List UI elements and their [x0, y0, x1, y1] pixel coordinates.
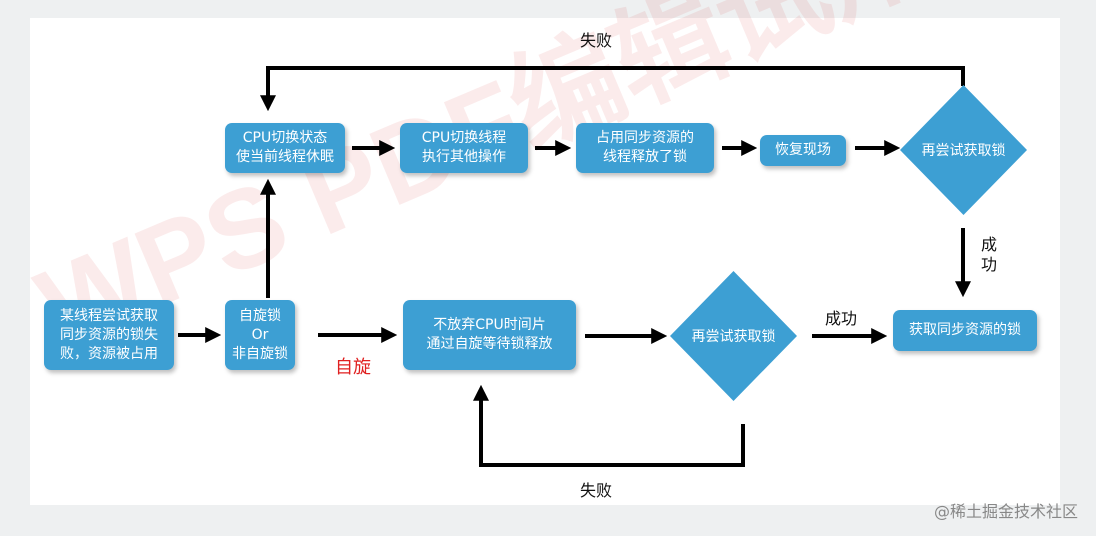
label-fail-top: 失败: [580, 31, 613, 50]
slide: [30, 18, 1060, 505]
node-text: 自旋锁: [239, 307, 281, 324]
node-sleep: CPU切换状态 使当前线程休眠: [225, 123, 345, 173]
node-text: Or: [251, 326, 269, 343]
node-acquire: 获取同步资源的锁: [893, 310, 1037, 351]
label-char: 功: [981, 255, 998, 274]
node-text: 占用同步资源的: [596, 130, 694, 146]
node-choice: 自旋锁 Or 非自旋锁: [225, 300, 295, 370]
node-text: 恢复现场: [775, 142, 831, 158]
label-spin: 自旋: [335, 357, 371, 378]
label-success-bottom: 成功: [825, 309, 858, 328]
node-release: 占用同步资源的 线程释放了锁: [576, 123, 714, 173]
node-switch: CPU切换线程 执行其他操作: [400, 123, 528, 173]
node-text: 同步资源的锁失: [60, 326, 158, 343]
label-char: 成: [981, 235, 998, 254]
arrow-fail-bottom-loop: [473, 384, 745, 467]
label-success-right: 成 功: [981, 235, 997, 275]
label-fail-bottom: 失败: [580, 481, 613, 500]
node-text: CPU切换状态: [242, 130, 328, 146]
node-text: 再尝试获取锁: [691, 329, 776, 345]
arrow-fail-top-loop: [260, 66, 965, 112]
node-text: 再尝试获取锁: [921, 143, 1006, 159]
decision-retry-bottom: 再尝试获取锁: [670, 271, 797, 401]
node-text: CPU切换线程: [421, 130, 507, 146]
node-text: 某线程尝试获取: [60, 307, 158, 324]
node-text: 执行其他操作: [422, 149, 506, 165]
node-text: 获取同步资源的锁: [909, 322, 1021, 338]
decision-retry-top: 再尝试获取锁: [900, 85, 1027, 215]
node-text: 使当前线程休眠: [236, 149, 334, 165]
node-text: 不放弃CPU时间片: [433, 317, 546, 333]
node-restore: 恢复现场: [760, 135, 846, 166]
node-spin: 不放弃CPU时间片 通过自旋等待锁释放: [403, 300, 576, 370]
node-start: 某线程尝试获取 同步资源的锁失 败，资源被占用: [44, 300, 174, 370]
footer-credit: @稀土掘金技术社区: [933, 502, 1078, 521]
node-text: 通过自旋等待锁释放: [426, 336, 553, 352]
node-text: 线程释放了锁: [603, 149, 687, 165]
node-text: 非自旋锁: [232, 345, 288, 362]
node-text: 败，资源被占用: [60, 345, 158, 362]
